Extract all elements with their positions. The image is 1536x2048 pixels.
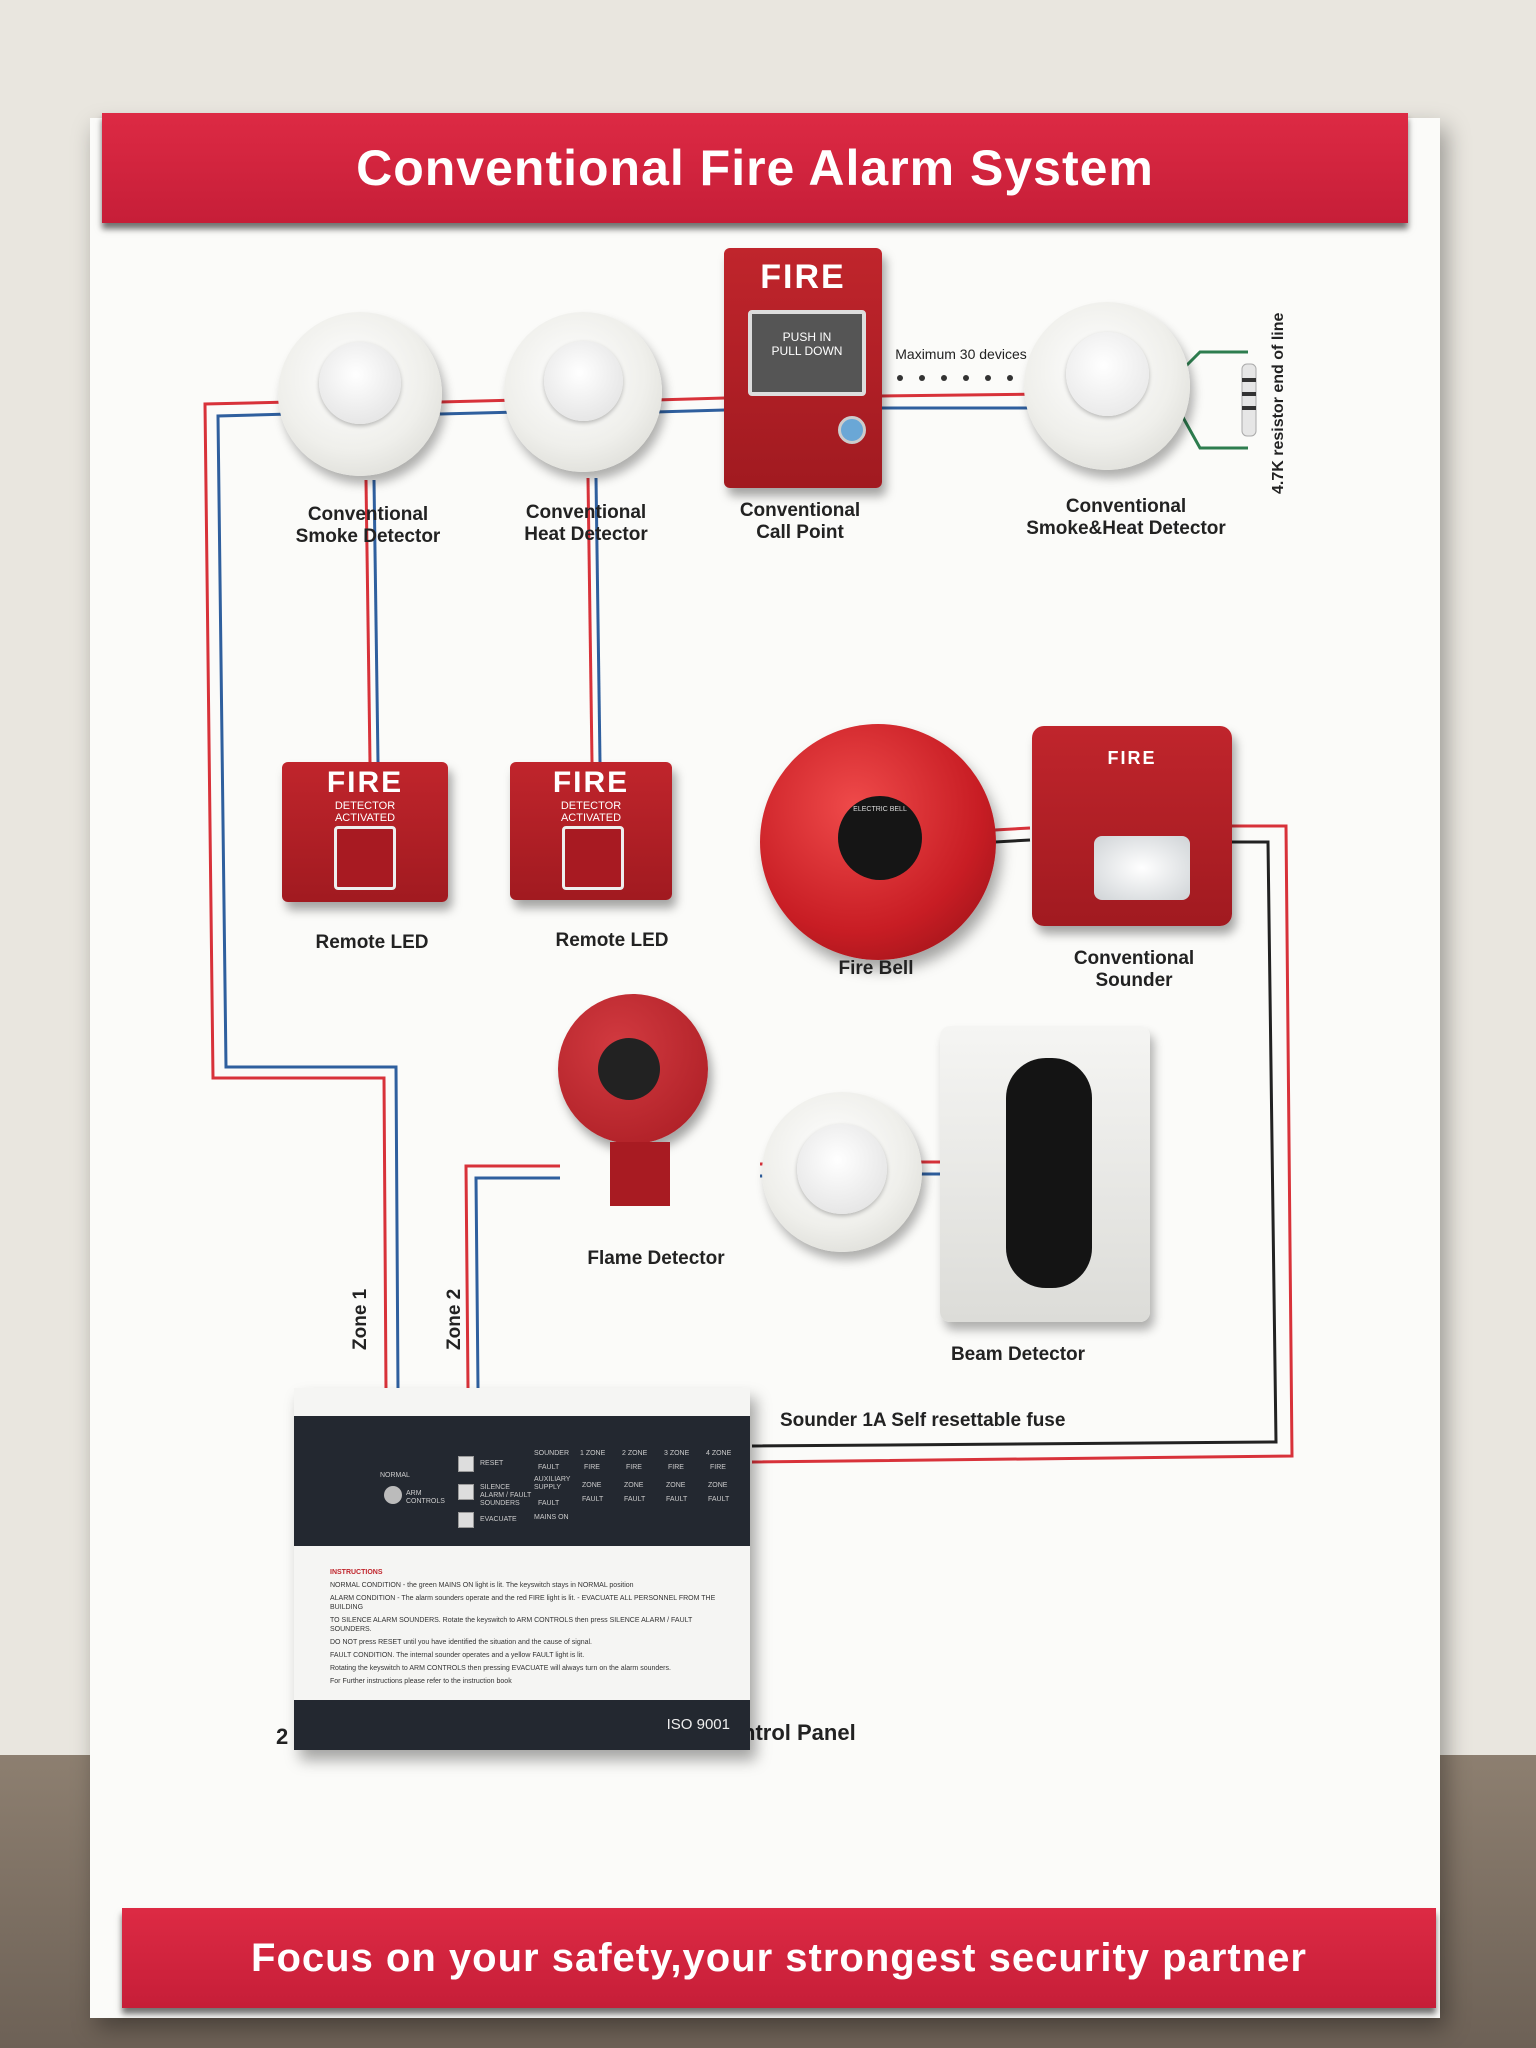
eol-green-wire bbox=[1178, 350, 1248, 450]
bell-center-plate: ELECTRIC BELL bbox=[838, 796, 922, 880]
evacuate-button[interactable] bbox=[458, 1512, 474, 1528]
call-point-label: Conventional Call Point bbox=[739, 500, 861, 543]
remote-led-1-label: Remote LED bbox=[315, 932, 429, 953]
led2-red-drop bbox=[586, 477, 594, 763]
flame-detector-icon bbox=[558, 994, 718, 1210]
fire-bell-label: Fire Bell bbox=[838, 958, 914, 979]
smoke-detector-icon bbox=[278, 312, 442, 476]
keyswitch-icon[interactable] bbox=[384, 1486, 402, 1504]
remote-led-1-icon: FIRE DETECTOR ACTIVATED bbox=[282, 762, 448, 902]
smoke-detector-label: Conventional Smoke Detector bbox=[295, 504, 441, 547]
control-panel-face: NORMAL ARM CONTROLS RESET SILENCE ALARM … bbox=[294, 1416, 750, 1546]
led2-blue-drop bbox=[594, 477, 602, 763]
zone2-label: Zone 2 bbox=[444, 1288, 465, 1350]
sounder-label: Conventional Sounder bbox=[1073, 948, 1195, 991]
flame-detector-label: Flame Detector bbox=[587, 1248, 725, 1269]
led-window bbox=[562, 826, 624, 890]
page-title: Conventional Fire Alarm System bbox=[102, 113, 1408, 223]
fuse-note: Sounder 1A Self resettable fuse bbox=[780, 1410, 1066, 1431]
panel-caption-left: 2 bbox=[276, 1724, 289, 1749]
silence-button[interactable] bbox=[458, 1484, 474, 1500]
max-devices-note: Maximum 30 devices bbox=[895, 346, 1027, 362]
resistor-note: 4.7K resistor end of line bbox=[1270, 312, 1287, 494]
heat-detector-icon bbox=[504, 312, 662, 472]
resistor-icon bbox=[1241, 363, 1257, 437]
zone1-label: Zone 1 bbox=[350, 1288, 371, 1350]
panel-caption-right: ntrol Panel bbox=[742, 1720, 856, 1745]
zone1-blue-wire bbox=[216, 412, 400, 1391]
device-dots bbox=[897, 375, 1013, 381]
beam-detector-icon bbox=[940, 1026, 1150, 1322]
heat-detector-label: Conventional Heat Detector bbox=[524, 502, 648, 545]
smoke-heat-detector-icon bbox=[1024, 302, 1190, 470]
sounder-red-wire bbox=[751, 824, 1294, 1464]
key-icon bbox=[838, 416, 866, 444]
remote-led-2-label: Remote LED bbox=[555, 930, 669, 951]
ceiling-detector-icon bbox=[762, 1092, 922, 1252]
call-point-fire-text: FIRE bbox=[760, 258, 846, 296]
beam-lens bbox=[1006, 1058, 1092, 1288]
sounder-icon: FIRE bbox=[1032, 726, 1232, 926]
control-panel: NORMAL ARM CONTROLS RESET SILENCE ALARM … bbox=[294, 1388, 750, 1750]
led-window bbox=[334, 826, 396, 890]
led1-red-drop bbox=[364, 479, 372, 763]
footer-slogan: Focus on your safety,your strongest secu… bbox=[122, 1908, 1436, 2008]
remote-led-2-icon: FIRE DETECTOR ACTIVATED bbox=[510, 762, 672, 900]
smoke-heat-detector-label: Conventional Smoke&Heat Detector bbox=[1026, 496, 1226, 539]
panel-instructions: INSTRUCTIONS NORMAL CONDITION - the gree… bbox=[330, 1569, 716, 1685]
reset-button[interactable] bbox=[458, 1456, 474, 1472]
led1-blue-drop bbox=[372, 479, 380, 763]
beam-detector-label: Beam Detector bbox=[950, 1344, 1086, 1365]
zone1-red-wire bbox=[203, 400, 388, 1391]
iso-label: ISO 9001 bbox=[294, 1700, 750, 1750]
sounder-black-wire bbox=[751, 838, 1278, 1448]
call-point-icon: FIRE PUSH IN PULL DOWN bbox=[724, 248, 882, 488]
call-point-window: PUSH IN PULL DOWN bbox=[748, 310, 866, 396]
fire-bell-icon: ELECTRIC BELL bbox=[760, 724, 996, 960]
strobe-lens bbox=[1094, 836, 1190, 900]
